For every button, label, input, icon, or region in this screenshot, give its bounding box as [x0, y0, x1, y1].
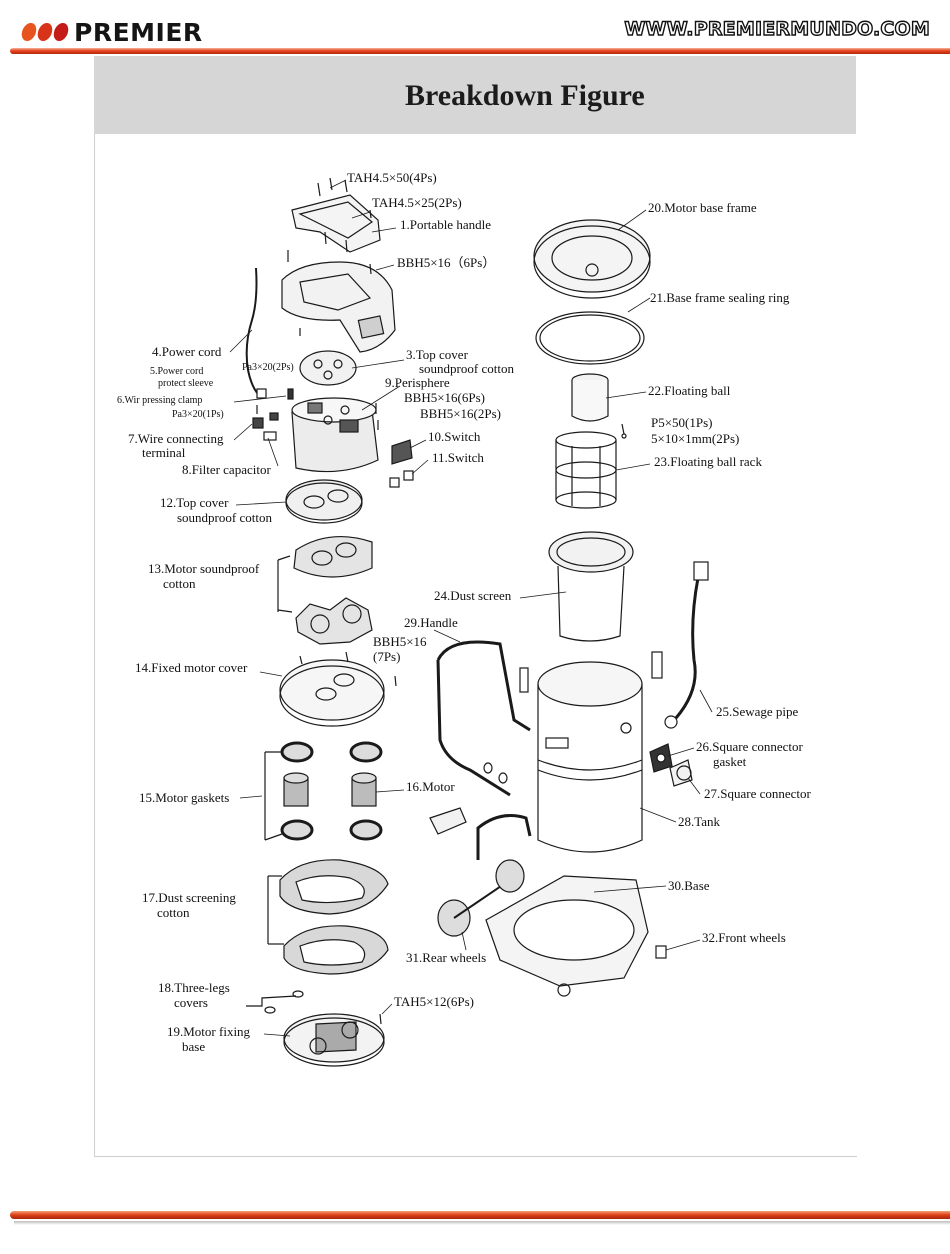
label-screw-tah45x25: TAH4.5×25(2Ps) [372, 195, 462, 210]
label-screw-pa3x20-2ps: Pa3×20(2Ps) [242, 362, 294, 373]
label-filter-capacitor: 8.Filter capacitor [182, 462, 271, 477]
front-wheels-part [655, 945, 667, 959]
label-motor-fixing-base-2: base [182, 1039, 206, 1054]
label-power-cord-sleeve-2: protect sleeve [158, 378, 214, 389]
label-three-legs-2: covers [174, 995, 208, 1010]
three-legs-covers-part [246, 990, 304, 1014]
label-square-connector: 27.Square connector [704, 786, 811, 801]
top-cover-soundproof-part [299, 350, 357, 386]
label-top-cover-soundproof-2: soundproof cotton [419, 361, 514, 376]
label-screw-pa3x20-1ps: Pa3×20(1Ps) [172, 409, 224, 420]
fixed-motor-cover-part [279, 651, 397, 727]
label-screw-bbh5x16-6ps-a: BBH5×16（6Ps） [397, 255, 496, 270]
label-dust-screen: 24.Dust screen [434, 588, 512, 603]
motor-soundproof-part [277, 535, 373, 645]
label-floating-ball-rack: 23.Floating ball rack [654, 454, 762, 469]
brand-name: PREMIER [74, 17, 203, 47]
label-square-connector-gasket-2: gasket [713, 754, 747, 769]
label-tank: 28.Tank [678, 814, 721, 829]
label-power-cord: 4.Power cord [152, 344, 222, 359]
motor-base-frame-part [533, 219, 651, 299]
footer-shadow [14, 1221, 950, 1225]
content-panel [94, 56, 857, 1157]
page-title: Breakdown Figure [405, 79, 645, 112]
motor-part [283, 772, 377, 807]
label-screw-p5x50: P5×50(1Ps) [651, 415, 713, 430]
label-motor-gaskets: 15.Motor gaskets [139, 790, 230, 805]
top-soundproof-disk-part [285, 479, 363, 524]
label-power-cord-sleeve-1: 5.Power cord [150, 366, 204, 377]
footer-divider [10, 1211, 950, 1219]
label-motor-base-frame: 20.Motor base frame [648, 200, 757, 215]
label-rear-wheels: 31.Rear wheels [406, 950, 487, 965]
label-three-legs-1: 18.Three-legs [158, 980, 230, 995]
website-url: WWW.PREMIERMUNDO.COM [624, 17, 931, 40]
label-top-cover-cotton-2: soundproof cotton [177, 510, 272, 525]
floating-ball-rack-part [555, 431, 617, 509]
switch-part [389, 439, 414, 488]
label-screw-tah5x12: TAH5×12(6Ps) [394, 994, 474, 1009]
label-perisphere: 9.Perisphere [385, 375, 450, 390]
power-cord-part [245, 267, 263, 399]
top-cover-part [281, 250, 396, 353]
label-screw-bbh5x16-2ps: BBH5×16(2Ps) [420, 406, 502, 421]
label-handle: 29.Handle [404, 615, 458, 630]
floating-ball-part [571, 373, 627, 439]
label-motor-fixing-base-1: 19.Motor fixing [167, 1024, 251, 1039]
label-wire-pressing-clamp: 6.Wir pressing clamp [117, 395, 203, 406]
label-wire-connecting-1: 7.Wire connecting [128, 431, 224, 446]
label-front-wheels: 32.Front wheels [702, 930, 786, 945]
label-sewage-pipe: 25.Sewage pipe [716, 704, 799, 719]
square-connector-part [649, 743, 693, 787]
perisphere-part [291, 397, 379, 473]
label-sealing-ring: 21.Base frame sealing ring [650, 290, 790, 305]
sewage-pipe-part [664, 561, 709, 729]
label-switch-10: 10.Switch [428, 429, 481, 444]
motor-fixing-base-part [283, 1013, 385, 1067]
dust-screening-part [267, 859, 389, 975]
label-motor: 16.Motor [406, 779, 455, 794]
header-divider [10, 48, 950, 54]
label-fixed-motor-cover: 14.Fixed motor cover [135, 660, 248, 675]
label-floating-ball: 22.Floating ball [648, 383, 731, 398]
brand-logo: PREMIER [20, 16, 203, 48]
label-wire-connecting-2: terminal [142, 445, 186, 460]
label-screw-bbh5x16-7ps-1: BBH5×16 [373, 634, 427, 649]
motor-gaskets-part [264, 741, 383, 841]
label-switch-11: 11.Switch [432, 450, 484, 465]
portable-handle-part [291, 177, 381, 253]
label-top-cover-soundproof-1: 3.Top cover [406, 347, 468, 362]
handle-part [436, 640, 663, 797]
sealing-ring-part [535, 311, 645, 365]
label-screw-bbh5x16-7ps-2: (7Ps) [373, 649, 401, 664]
label-square-connector-gasket-1: 26.Square connector [696, 739, 803, 754]
label-top-cover-cotton-1: 12.Top cover [160, 495, 229, 510]
label-washer: 5×10×1mm(2Ps) [651, 431, 740, 446]
label-portable-handle: 1.Portable handle [400, 217, 491, 232]
label-dust-screening-2: cotton [157, 905, 190, 920]
label-base: 30.Base [668, 878, 710, 893]
rear-wheels-part [429, 807, 532, 937]
base-part [485, 875, 649, 997]
label-motor-soundproof-1: 13.Motor soundproof [148, 561, 260, 576]
tank-part [537, 661, 643, 853]
title-band [94, 56, 856, 134]
label-dust-screening-1: 17.Dust screening [142, 890, 236, 905]
dust-screen-part [548, 531, 634, 642]
label-screw-tah45x50: TAH4.5×50(4Ps) [347, 170, 437, 185]
label-screw-bbh5x16-6ps-b: BBH5×16(6Ps) [404, 390, 486, 405]
label-motor-soundproof-2: cotton [163, 576, 196, 591]
